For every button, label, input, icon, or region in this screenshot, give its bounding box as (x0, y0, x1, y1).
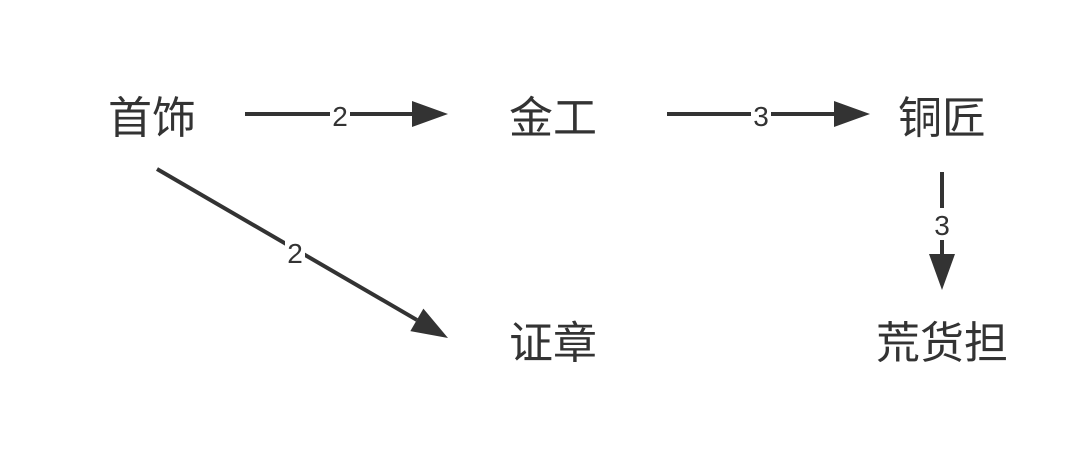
edge-label: 3 (934, 210, 950, 241)
node-shoushi: 首饰 (108, 93, 196, 144)
edge-label-bg (285, 236, 305, 268)
edge-shoushi-zhengzhang: 2 (155, 167, 448, 338)
node-jingong: 金工 (509, 93, 597, 144)
arrowhead-icon (929, 254, 955, 290)
arrowhead-icon (410, 308, 448, 338)
edge-jingong-tongjiang: 3 (667, 99, 870, 132)
edge-tongjiang-huanghuodan: 3 (929, 172, 955, 290)
edge-shoushi-jingong: 2 (245, 99, 448, 132)
arrowhead-icon (834, 101, 870, 127)
edge-label-bg (330, 99, 350, 131)
edge-label: 3 (753, 101, 769, 132)
node-tongjiang: 铜匠 (898, 93, 986, 144)
edge-label-bg (932, 208, 952, 240)
node-huanghuodan: 荒货担 (876, 318, 1008, 369)
edge-label: 2 (287, 238, 303, 269)
edge-label-bg (751, 99, 771, 131)
node-zhengzhang: 证章 (509, 318, 597, 369)
arrowhead-icon (412, 101, 448, 127)
edge-label: 2 (332, 101, 348, 132)
